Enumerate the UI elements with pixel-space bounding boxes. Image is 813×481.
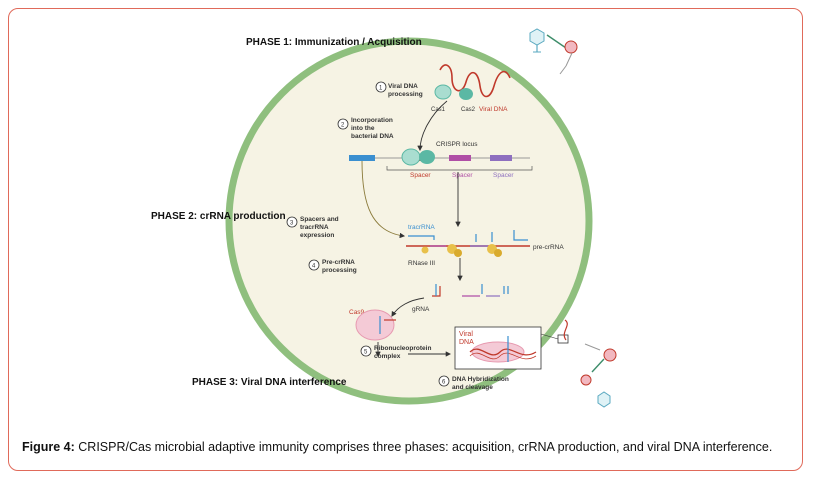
- step4-line2: processing: [322, 267, 357, 274]
- step2-line1: Incorporation: [351, 117, 393, 124]
- step5-line2: complex: [374, 353, 401, 360]
- step2-line2: into the: [351, 125, 375, 132]
- spacer-1: [449, 155, 471, 161]
- cas1-cas2-icon: [434, 84, 473, 100]
- rnase-label: RNase III: [408, 260, 435, 267]
- step1-line2: processing: [388, 91, 423, 98]
- interference-inset: [454, 326, 542, 370]
- step1-line1: Viral DNA: [388, 83, 418, 90]
- phase1-title: PHASE 1: Immunization / Acquisition: [246, 37, 422, 48]
- bacteriophage-icon: [529, 28, 578, 75]
- step3-line2: tracrRNA: [300, 224, 329, 231]
- viral-dna-label: Viral DNA: [479, 106, 508, 113]
- rnase-iii-icon: [421, 244, 502, 257]
- cas9-icon: [355, 309, 396, 341]
- step3-number: 3: [290, 221, 294, 227]
- step3-line1: Spacers and: [300, 216, 339, 223]
- inset-dna-label: DNA: [459, 339, 474, 346]
- step6-line1: DNA Hybridization: [452, 376, 509, 383]
- cas-complex-icon: [401, 148, 435, 166]
- cas1-label: Cas1: [431, 107, 446, 113]
- inset-viral-label: Viral: [459, 331, 473, 338]
- caption-text: CRISPR/Cas microbial adaptive immunity c…: [74, 440, 773, 454]
- step4-number: 4: [312, 264, 316, 270]
- figure-frame: [8, 8, 803, 471]
- step5-number: 5: [364, 350, 368, 356]
- spacer-2: [490, 155, 512, 161]
- phase2-title: PHASE 2: crRNA production: [151, 211, 286, 222]
- step2-line3: bacterial DNA: [351, 133, 394, 140]
- figure-caption: Figure 4: CRISPR/Cas microbial adaptive …: [22, 440, 792, 454]
- grna-label: gRNA: [412, 306, 430, 313]
- crispr-locus-label: CRISPR locus: [436, 141, 478, 148]
- step3-line3: expression: [300, 232, 334, 239]
- spacer-label-3: Spacer: [493, 172, 514, 179]
- leader-sequence: [349, 155, 375, 161]
- step4-line1: Pre-crRNA: [322, 259, 355, 266]
- bacteriophage-icon-bottom: [580, 343, 617, 408]
- cas9-label: Cas9: [349, 309, 365, 316]
- caption-label: Figure 4:: [22, 440, 75, 454]
- step5-line1: Ribonucleoprotein: [374, 345, 431, 352]
- step1-number: 1: [379, 86, 383, 92]
- spacer-label-1: Spacer: [410, 172, 431, 179]
- tracrrna-label: tracrRNA: [408, 224, 435, 231]
- processed-grna-icons: [432, 284, 509, 297]
- phase3-title: PHASE 3: Viral DNA interference: [192, 377, 347, 388]
- cas2-label: Cas2: [461, 107, 476, 113]
- pre-crrna-label: pre-crRNA: [533, 244, 564, 251]
- step6-number: 6: [442, 380, 446, 386]
- step2-number: 2: [341, 123, 345, 129]
- spacer-label-2: Spacer: [452, 172, 473, 179]
- viral-dna-strand: [439, 64, 511, 98]
- bacterial-cell: [225, 37, 593, 405]
- step6-line2: and cleavage: [452, 384, 493, 391]
